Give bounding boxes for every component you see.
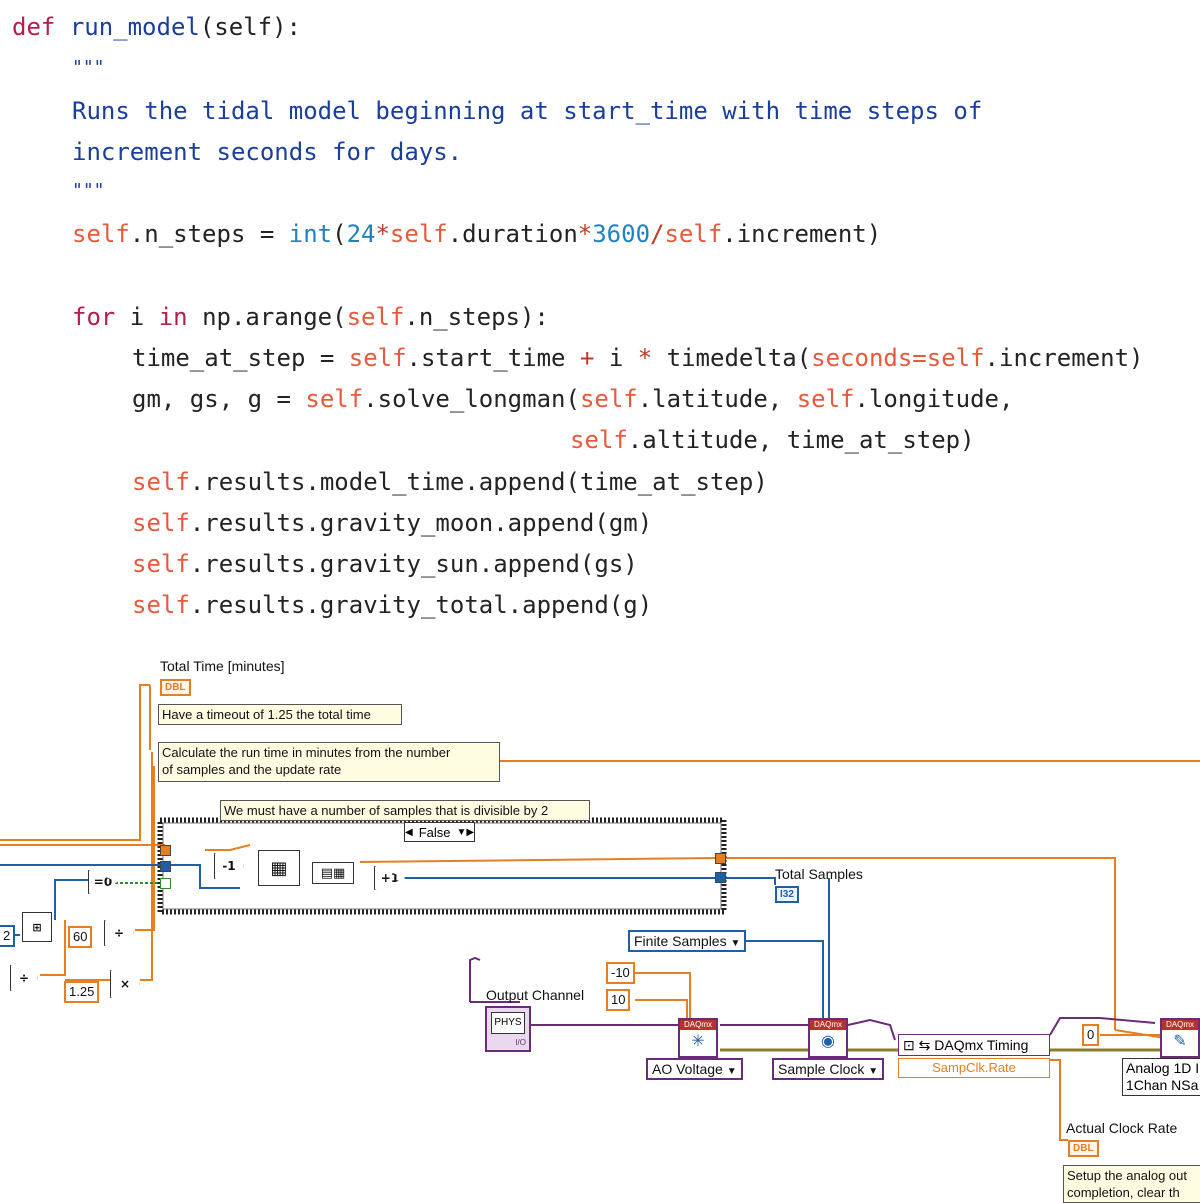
code-editor[interactable]: def run_model(self): """ Runs the tidal … — [0, 0, 1200, 640]
runtime-note: Calculate the run time in minutes from t… — [158, 742, 500, 782]
code-line-gravity-moon: self.results.gravity_moon.append(gm) — [132, 509, 653, 537]
create-channel-icon: ✳ — [691, 1033, 705, 1050]
quotient-remainder-node[interactable]: ⊞ — [22, 912, 52, 942]
sample-clock-selector[interactable]: Sample Clock ▼ — [772, 1058, 885, 1080]
clock-icon: ◉ — [821, 1033, 835, 1050]
total-samples-indicator[interactable]: I32 — [775, 886, 799, 903]
code-line-n-steps: self.n_steps = int(24*self.duration*3600… — [72, 220, 882, 248]
docstring-close: """ — [72, 180, 105, 201]
docstring-open: """ — [72, 57, 105, 78]
code-line-gravity-total: self.results.gravity_total.append(g) — [132, 591, 653, 619]
divisible-note: We must have a number of samples that is… — [220, 800, 590, 821]
multiply-icon: × — [119, 977, 131, 991]
case-tunnel-i32-out — [715, 872, 726, 883]
total-time-terminal[interactable]: DBL — [160, 679, 191, 696]
dropdown-arrow-icon: ▼ — [730, 938, 741, 949]
actual-clock-rate-label: Actual Clock Rate — [1066, 1120, 1178, 1136]
const-2[interactable]: 2 — [0, 925, 16, 947]
divide-icon: ÷ — [18, 971, 30, 985]
write-pencil-icon: ✎ — [1173, 1033, 1187, 1050]
code-line-model-time: self.results.model_time.append(time_at_s… — [132, 468, 768, 496]
docstring-line-1: Runs the tidal model beginning at start_… — [72, 97, 983, 125]
dropdown-arrow-icon: ▼ — [868, 1066, 879, 1077]
dropdown-arrow-icon: ▼ — [726, 1066, 737, 1077]
case-tunnel-i32-in — [160, 861, 171, 872]
divide-icon: ÷ — [113, 926, 125, 940]
code-line-def: def run_model(self): — [12, 13, 302, 41]
const-60[interactable]: 60 — [68, 926, 93, 948]
total-time-label: Total Time [minutes] — [160, 658, 285, 674]
code-line-solve-longman: gm, gs, g = self.solve_longman(self.lati… — [132, 385, 1014, 413]
daqmx-timing-property-node[interactable]: ⊡ ⇆ DAQmx Timing — [898, 1034, 1050, 1056]
case-next-arrow[interactable]: ▼▶ — [456, 826, 475, 838]
const-1-25[interactable]: 1.25 — [64, 981, 100, 1003]
block-diagram[interactable]: Total Time [minutes] DBL Have a timeout … — [0, 640, 1200, 1203]
array-icon: ▦ — [270, 857, 288, 879]
case-tunnel-dbl-out — [715, 853, 726, 864]
const-neg10[interactable]: -10 — [606, 962, 635, 984]
case-selector[interactable]: ◀ False ▼▶ — [404, 822, 476, 842]
quotient-icon: ⊞ — [32, 920, 42, 934]
array-node[interactable]: ▦ — [258, 850, 300, 886]
total-samples-label: Total Samples — [775, 866, 863, 882]
property-node-icon: ⊡ ⇆ — [903, 1037, 931, 1053]
timeout-note: Have a timeout of 1.25 the total time — [158, 704, 402, 725]
case-selector-terminal — [160, 878, 171, 889]
build-array-node[interactable]: ▤▦ — [312, 862, 354, 884]
build-array-icon: ▤▦ — [320, 865, 346, 881]
sampclk-rate-property[interactable]: SampClk.Rate — [898, 1058, 1050, 1078]
ao-voltage-selector[interactable]: AO Voltage ▼ — [646, 1058, 743, 1080]
case-prev-arrow[interactable]: ◀ — [405, 826, 413, 838]
setup-note: Setup the analog out completion, clear t… — [1063, 1165, 1200, 1203]
write-polymorphic-selector[interactable]: Analog 1D I 1Chan NSa — [1122, 1058, 1200, 1096]
sample-mode-ring[interactable]: Finite Samples ▼ — [628, 930, 747, 952]
daqmx-write-node[interactable]: DAQmx ✎ — [1160, 1018, 1200, 1058]
output-channel-label: Output Channel — [486, 987, 585, 1003]
code-line-time-at-step: time_at_step = self.start_time + i * tim… — [132, 344, 1144, 372]
const-10[interactable]: 10 — [606, 989, 631, 1011]
case-tunnel-dbl-in — [160, 845, 171, 856]
daqmx-timing-node[interactable]: DAQmx ◉ — [808, 1018, 848, 1058]
code-line-gravity-sun: self.results.gravity_sun.append(gs) — [132, 550, 638, 578]
code-line-for: for i in np.arange(self.n_steps): — [72, 303, 549, 331]
output-channel-control[interactable]: PHYS I/O — [485, 1006, 531, 1052]
daqmx-create-channel[interactable]: DAQmx ✳ — [678, 1018, 718, 1058]
actual-clock-rate-indicator[interactable]: DBL — [1068, 1140, 1099, 1157]
code-line-altitude: self.altitude, time_at_step) — [570, 426, 975, 454]
const-0[interactable]: 0 — [1082, 1024, 1100, 1046]
docstring-line-2: increment seconds for days. — [72, 138, 463, 166]
